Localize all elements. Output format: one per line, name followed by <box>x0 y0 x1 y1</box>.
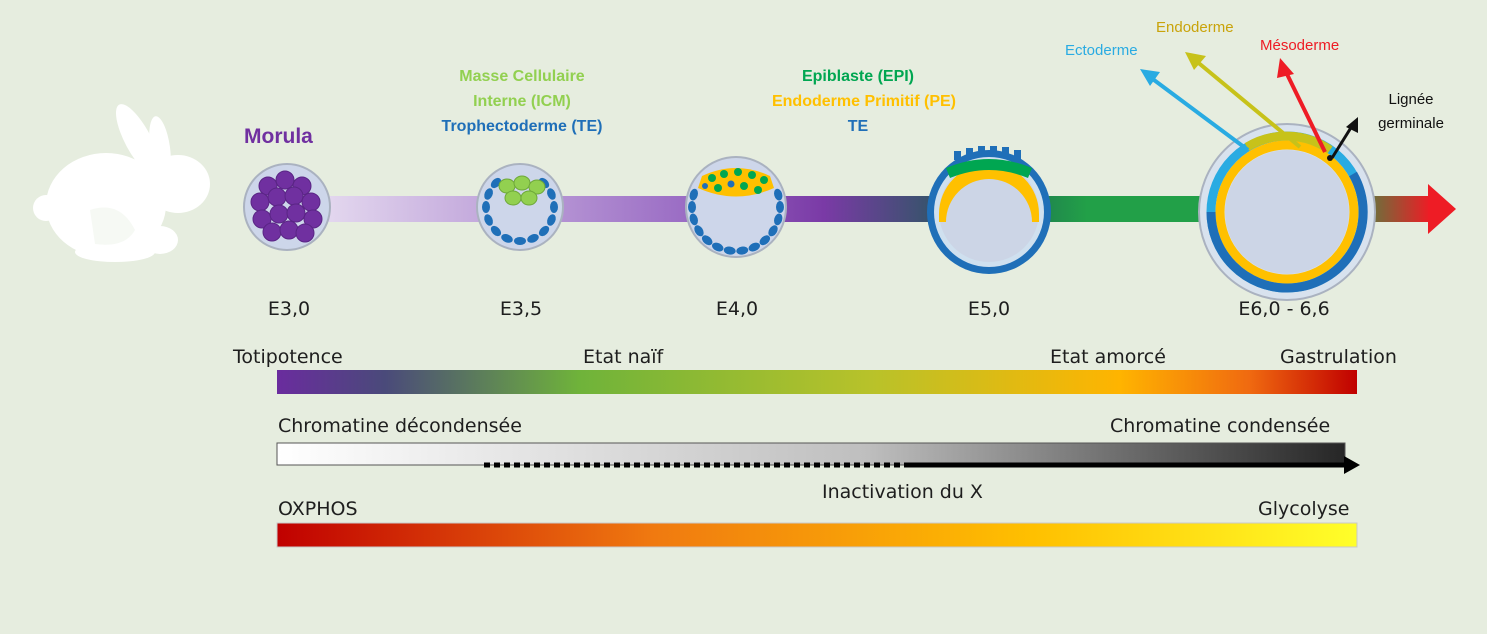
icm-label-line2: Interne (ICM) <box>473 93 571 110</box>
te-short-label: TE <box>847 118 869 135</box>
stage-label-e35: E3,5 <box>499 298 543 320</box>
stage-label-e30: E3,0 <box>267 298 311 320</box>
morula-cell <box>243 163 331 251</box>
mesoderm-arrow <box>1277 58 1327 153</box>
stage-label-e50: E5,0 <box>967 298 1011 320</box>
oxphos-label: OXPHOS <box>278 498 358 520</box>
gastrulating-embryo-cell <box>1198 123 1376 301</box>
ectoderme-label: Ectoderme <box>1065 42 1138 59</box>
germline-label-line1: Lignée <box>1388 91 1434 108</box>
epi-label: Epiblaste (EPI) <box>801 68 915 85</box>
ectoderm-arrow <box>1140 69 1250 152</box>
gastrulation-label: Gastrulation <box>1280 346 1397 368</box>
germline-label-line2: germinale <box>1378 115 1444 132</box>
x-inactivation-label: Inactivation du X <box>822 481 983 503</box>
naive-state-label: Etat naïf <box>583 346 664 368</box>
x-inactivation-arrow <box>484 456 1360 474</box>
germline-arrow <box>1330 117 1358 159</box>
chromatin-condensed-label: Chromatine condensée <box>1110 415 1331 437</box>
primed-state-label: Etat amorcé <box>1050 346 1166 368</box>
te-label: Trophectoderme (TE) <box>441 118 603 135</box>
rabbit-icon <box>33 104 210 262</box>
implanting-embryo-cell <box>927 146 1051 274</box>
chromatin-gradient-arrow <box>276 442 1346 466</box>
metabolism-gradient-bar <box>276 522 1358 548</box>
glycolyse-label: Glycolyse <box>1258 498 1350 520</box>
stage-label-e40: E4,0 <box>715 298 759 320</box>
potency-gradient-bar <box>277 370 1357 394</box>
stage-label-e60: E6,0 - 6,6 <box>1238 298 1330 320</box>
endoderm-arrow <box>1185 52 1302 149</box>
pe-label: Endoderme Primitif (PE) <box>771 93 957 110</box>
icm-label-line1: Masse Cellulaire <box>459 68 585 85</box>
morula-label: Morula <box>244 125 313 148</box>
mesoderme-label: Mésoderme <box>1260 37 1340 54</box>
totipotence-label: Totipotence <box>233 346 343 368</box>
early-blastocyst-cell <box>476 163 564 251</box>
blastocyst-cell <box>685 156 787 258</box>
endoderme-label: Endoderme <box>1156 19 1234 36</box>
chromatin-decondensed-label: Chromatine décondensée <box>278 415 522 437</box>
